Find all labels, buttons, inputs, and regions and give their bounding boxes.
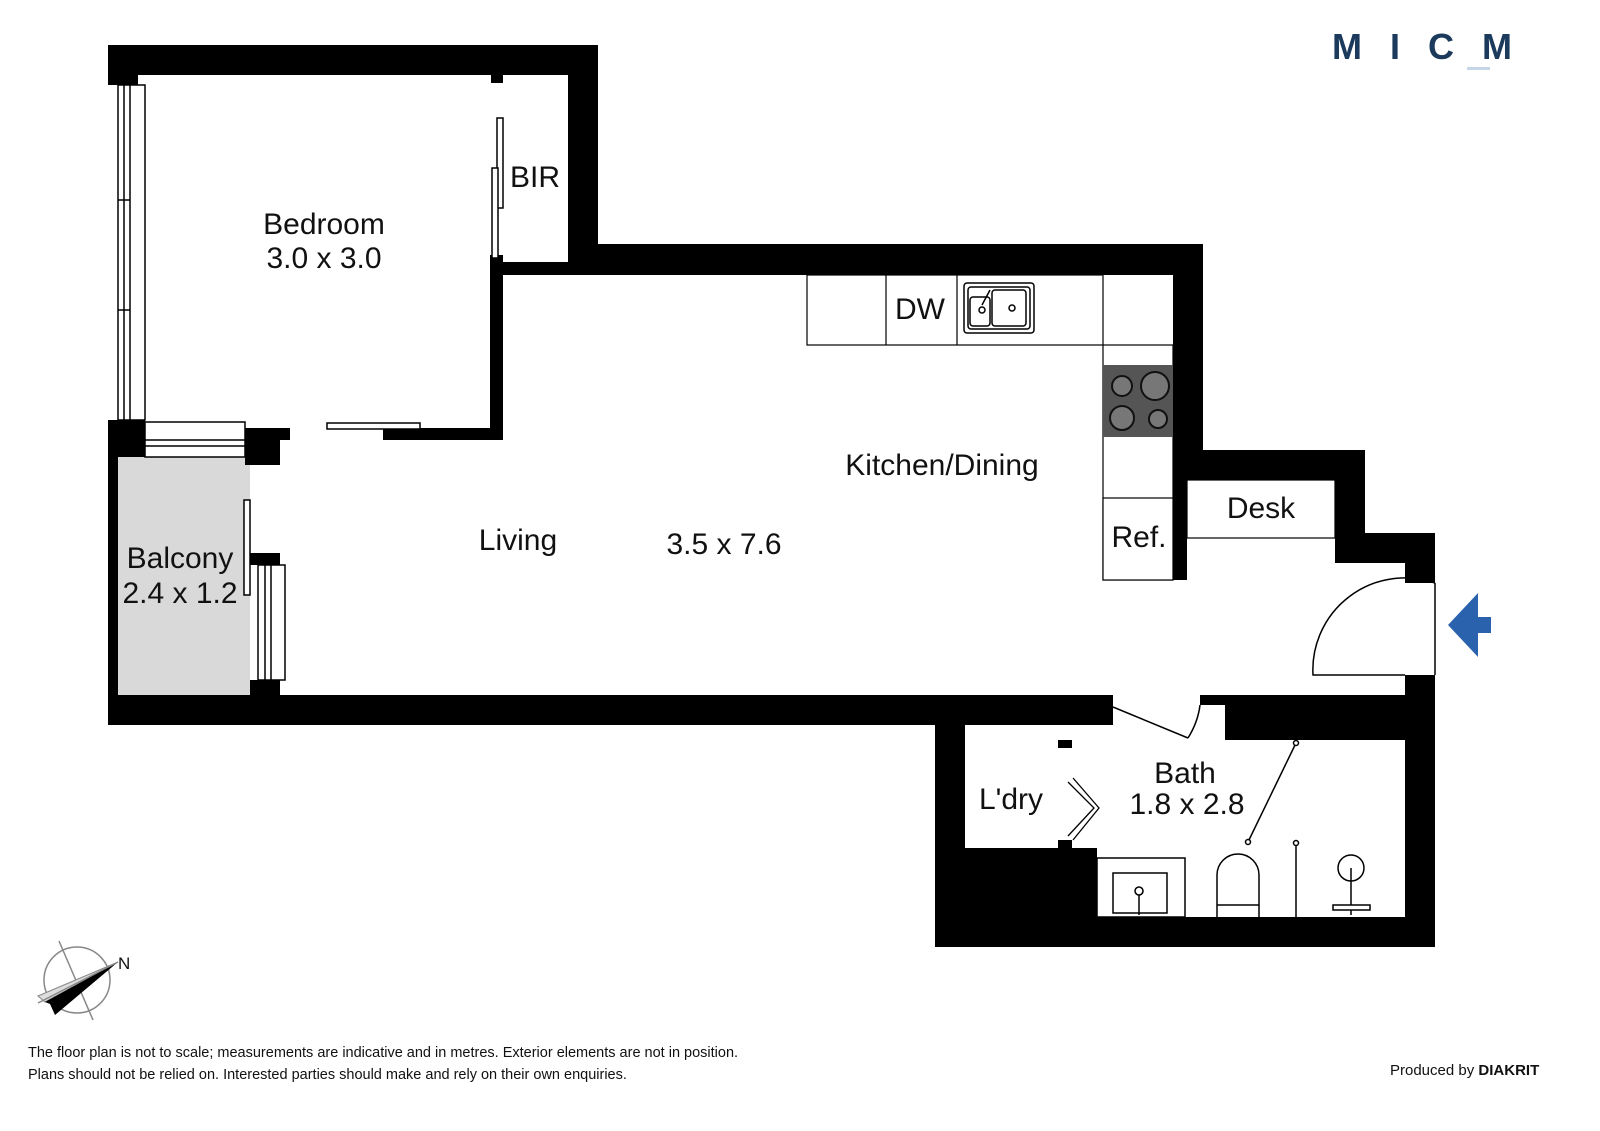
desk-label: Desk bbox=[1227, 492, 1296, 525]
bedroom-size: 3.0 x 3.0 bbox=[266, 242, 381, 275]
compass-icon bbox=[37, 940, 119, 1021]
balcony-floor bbox=[112, 457, 250, 695]
living-label: Living bbox=[479, 524, 557, 557]
entry-arrow-icon bbox=[1448, 593, 1491, 657]
laundry-doors[interactable] bbox=[1067, 777, 1100, 841]
bath-fixtures bbox=[1096, 739, 1371, 918]
sink-icon bbox=[963, 282, 1035, 334]
dishwasher-label: DW bbox=[895, 293, 946, 326]
disclaimer-line-1: The floor plan is not to scale; measurem… bbox=[28, 1045, 739, 1061]
fridge-label: Ref. bbox=[1111, 521, 1166, 554]
cooktop-icon bbox=[1103, 365, 1173, 437]
laundry-label: L'dry bbox=[979, 783, 1043, 816]
kitchen-joinery bbox=[806, 274, 1336, 581]
disclaimer-line-2: Plans should not be relied on. Intereste… bbox=[28, 1067, 627, 1083]
entry-door[interactable] bbox=[1312, 577, 1436, 676]
micm-logo: MICM bbox=[1332, 26, 1540, 67]
balcony-size: 2.4 x 1.2 bbox=[122, 577, 237, 610]
produced-by: Produced by DIAKRIT bbox=[1390, 1062, 1539, 1079]
windows bbox=[117, 84, 504, 681]
balcony-label: Balcony bbox=[127, 542, 234, 575]
bath-door[interactable] bbox=[1112, 704, 1201, 739]
bir-label: BIR bbox=[510, 161, 560, 194]
compass-north-label: N bbox=[118, 954, 130, 973]
bath-size: 1.8 x 2.8 bbox=[1129, 788, 1244, 821]
logo-underline bbox=[1467, 67, 1490, 70]
producer-logo: DIAKRIT bbox=[1478, 1062, 1540, 1079]
living-size: 3.5 x 7.6 bbox=[666, 528, 781, 561]
kitchen-label: Kitchen/Dining bbox=[845, 449, 1038, 482]
walls bbox=[108, 45, 1435, 947]
bath-label: Bath bbox=[1154, 757, 1216, 790]
produced-by-label: Produced by bbox=[1390, 1062, 1475, 1079]
bedroom-label: Bedroom bbox=[263, 208, 385, 241]
